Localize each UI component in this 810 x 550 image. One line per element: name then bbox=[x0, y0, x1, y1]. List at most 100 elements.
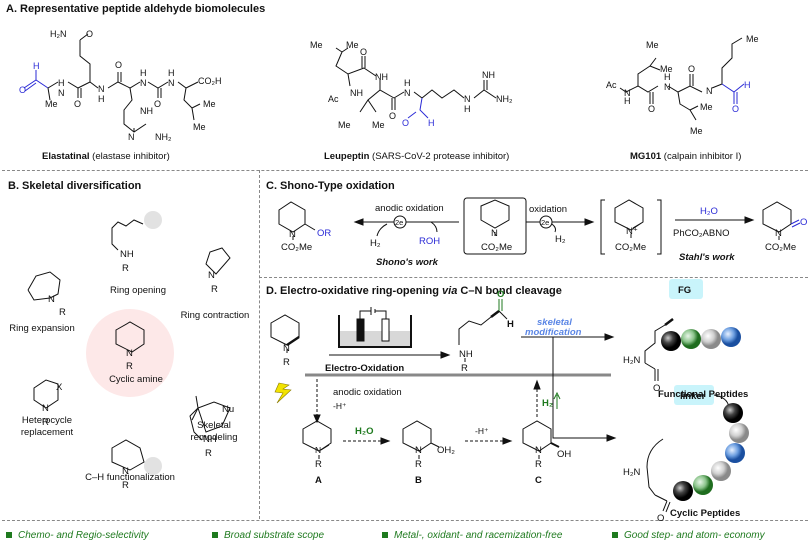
svg-text:O: O bbox=[74, 99, 81, 109]
svg-text:Stahl's work: Stahl's work bbox=[679, 252, 735, 263]
svg-text:H₂N: H₂N bbox=[623, 355, 641, 366]
svg-text:N: N bbox=[624, 88, 631, 98]
svg-text:FG: FG bbox=[678, 285, 691, 296]
svg-text:R: R bbox=[315, 459, 322, 470]
svg-text:CO₂Me: CO₂Me bbox=[481, 242, 512, 253]
svg-text:Electro-Oxidation: Electro-Oxidation bbox=[325, 363, 404, 374]
label-ring-opening: Ring opening bbox=[110, 285, 166, 296]
svg-text:H₂O: H₂O bbox=[700, 206, 718, 217]
svg-text:R: R bbox=[59, 307, 66, 318]
label-ring-expansion: Ring expansion bbox=[9, 323, 75, 334]
panel-d-scheme: N R Electro-Oxidation O H NH R anodic ox… bbox=[270, 279, 749, 524]
caption-leupeptin: Leupeptin (SARS-CoV-2 protease inhibitor… bbox=[324, 151, 510, 162]
svg-text:Me: Me bbox=[346, 40, 359, 50]
svg-text:N: N bbox=[98, 84, 105, 94]
svg-text:Me: Me bbox=[203, 99, 216, 109]
svg-text:N: N bbox=[464, 94, 471, 104]
svg-text:Me: Me bbox=[690, 126, 703, 136]
svg-text:OH: OH bbox=[557, 449, 571, 460]
bullet-square-icon bbox=[382, 532, 388, 539]
svg-text:R: R bbox=[122, 263, 129, 274]
svg-text:R: R bbox=[283, 357, 290, 368]
svg-text:H: H bbox=[744, 80, 751, 90]
svg-text:N: N bbox=[208, 270, 215, 281]
svg-text:O: O bbox=[154, 99, 161, 109]
svg-text:O: O bbox=[86, 29, 93, 39]
label-functional-peptides: Functional Peptides bbox=[658, 389, 749, 400]
lightning-icon bbox=[274, 382, 292, 404]
svg-text:H: H bbox=[404, 78, 411, 88]
svg-text:H₂O: H₂O bbox=[355, 426, 373, 437]
svg-text:O: O bbox=[389, 111, 396, 121]
svg-text:X: X bbox=[56, 382, 63, 393]
svg-text:H: H bbox=[507, 319, 514, 330]
svg-text:Shono's work: Shono's work bbox=[376, 257, 439, 268]
svg-text:Me: Me bbox=[646, 40, 659, 50]
svg-text:R: R bbox=[535, 459, 542, 470]
svg-text:H₂N: H₂N bbox=[50, 29, 67, 39]
svg-text:linker: linker bbox=[680, 391, 706, 402]
divider-b-cd bbox=[259, 170, 260, 519]
svg-text:N⁺: N⁺ bbox=[626, 226, 638, 237]
svg-text:H: H bbox=[464, 104, 471, 114]
svg-text:skeletal: skeletal bbox=[537, 317, 572, 328]
svg-text:anodic oxidation: anodic oxidation bbox=[375, 203, 444, 214]
caption-mg101: MG101 (calpain inhibitor I) bbox=[630, 151, 742, 162]
svg-text:Me: Me bbox=[193, 122, 206, 132]
caption-elastatinal: Elastatinal (elastase inhibitor) bbox=[42, 151, 170, 162]
feature-item: Metal-, oxidant- and racemization-free bbox=[382, 530, 562, 541]
mg101-structure: Ac N H Me Me O N H O Me Me N Me H O bbox=[606, 34, 759, 136]
svg-text:R: R bbox=[461, 363, 468, 374]
label-heterocycle-replacement: Heterocycle replacement bbox=[20, 415, 74, 438]
svg-text:-H⁺: -H⁺ bbox=[475, 426, 489, 436]
svg-text:N: N bbox=[664, 82, 671, 92]
panel-b-title: B. Skeletal diversification bbox=[8, 180, 142, 192]
svg-text:O: O bbox=[497, 289, 504, 300]
svg-text:CO₂Me: CO₂Me bbox=[615, 242, 646, 253]
svg-text:N: N bbox=[48, 294, 55, 305]
svg-text:N: N bbox=[283, 343, 290, 354]
svg-text:oxidation: oxidation bbox=[529, 204, 567, 215]
svg-text:O: O bbox=[653, 383, 660, 394]
svg-text:N: N bbox=[775, 228, 782, 239]
bullet-square-icon bbox=[612, 532, 618, 539]
svg-text:O: O bbox=[115, 60, 122, 70]
svg-text:H₂N: H₂N bbox=[623, 467, 641, 478]
panel-b-structures: NH R N R N R N R X N R Nu NH R N R bbox=[27, 211, 234, 491]
svg-text:CO₂Me: CO₂Me bbox=[281, 242, 312, 253]
leupeptin-structure: Me Me O NH NH Ac Me Me O N H O H N H NH … bbox=[310, 40, 513, 130]
svg-text:Ac: Ac bbox=[328, 94, 339, 104]
svg-text:2e: 2e bbox=[541, 218, 549, 227]
svg-text:NH: NH bbox=[350, 88, 363, 98]
svg-text:O: O bbox=[360, 47, 367, 57]
panel-c-title: C. Shono-Type oxidation bbox=[266, 180, 395, 192]
label-ch-functionalization: C–H functionalization bbox=[85, 472, 175, 483]
svg-text:NH: NH bbox=[140, 106, 153, 116]
panel-d-title: D. Electro-oxidative ring-opening via C–… bbox=[266, 285, 562, 297]
divider-c-d bbox=[259, 277, 808, 278]
svg-text:N: N bbox=[42, 403, 49, 414]
svg-text:O: O bbox=[657, 513, 664, 524]
svg-text:N: N bbox=[535, 445, 542, 456]
svg-text:R: R bbox=[122, 480, 129, 491]
svg-text:Nu: Nu bbox=[222, 404, 234, 415]
svg-text:anodic oxidation: anodic oxidation bbox=[333, 387, 402, 398]
svg-text:R: R bbox=[42, 417, 49, 428]
svg-text:A: A bbox=[315, 475, 322, 486]
svg-text:N: N bbox=[415, 445, 422, 456]
svg-text:NH: NH bbox=[120, 249, 134, 260]
svg-text:-H⁺: -H⁺ bbox=[333, 401, 347, 411]
svg-text:PhCO₂ABNO: PhCO₂ABNO bbox=[673, 228, 729, 239]
svg-text:R: R bbox=[415, 459, 422, 470]
feature-item: Broad substrate scope bbox=[212, 530, 324, 541]
svg-text:O: O bbox=[732, 104, 739, 114]
divider-a bbox=[2, 170, 808, 171]
svg-text:CO₂H: CO₂H bbox=[198, 76, 222, 86]
svg-text:N: N bbox=[126, 348, 133, 359]
svg-text:Me: Me bbox=[660, 64, 673, 74]
svg-text:NH: NH bbox=[459, 349, 473, 360]
svg-text:OR: OR bbox=[317, 228, 331, 239]
svg-text:CO₂Me: CO₂Me bbox=[765, 242, 796, 253]
svg-text:N: N bbox=[404, 88, 411, 98]
elastatinal-structure: O H Me H N O H₂N O N H O N H NH N NH₂ O … bbox=[19, 29, 222, 142]
